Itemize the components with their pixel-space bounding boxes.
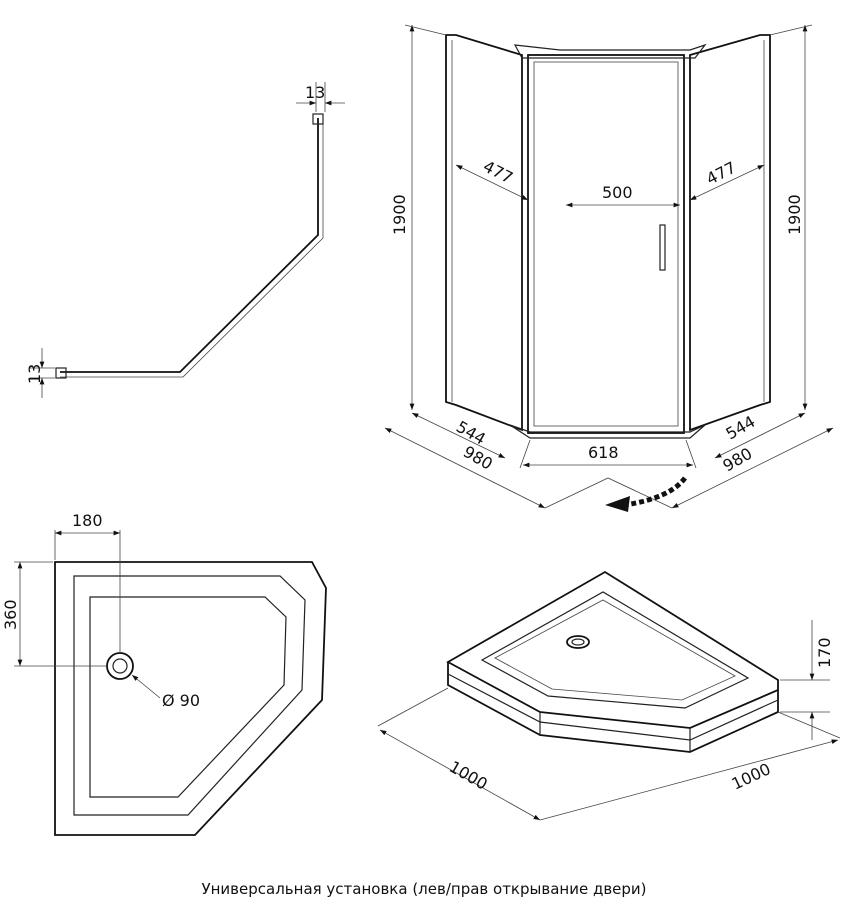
depth-left: 980 [460,442,496,474]
drain-offset-x: 180 [72,511,103,530]
height-right: 1900 [785,194,804,235]
tray-height: 170 [815,637,834,668]
enclosure-plan-view: 13 13 [25,82,345,398]
drain-diameter: Ø 90 [162,691,200,710]
tray-side-right: 1000 [729,759,774,793]
height-left: 1900 [390,194,409,235]
front-width: 618 [588,443,619,462]
drain-offset-y-label: 360 [1,599,20,630]
tray-side-left: 1000 [446,757,491,794]
tray-isometric-view: 1000 1000 170 [377,570,841,821]
plan-side-dimension: 13 [25,364,44,384]
enclosure-front-view: 1900 1900 477 500 477 544 980 618 544 98… [384,24,834,512]
tray-plan-view: 180 360 Ø 90 [1,511,327,836]
caption: Универсальная установка (лев/прав открыв… [201,880,647,898]
door-swing-arrow-icon [624,476,687,508]
door-width: 500 [602,183,633,202]
panel-left-width: 477 [480,157,516,188]
depth-right: 980 [720,444,756,476]
plan-top-dimension: 13 [305,83,325,102]
panel-right-width: 477 [703,158,739,189]
